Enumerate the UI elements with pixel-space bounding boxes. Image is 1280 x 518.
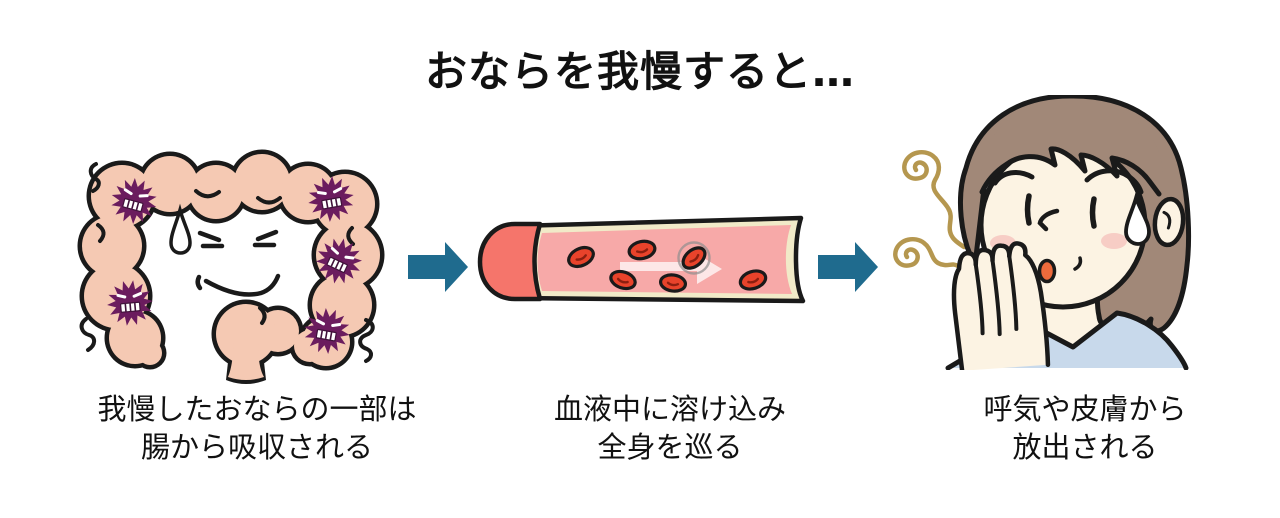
- intestine-illustration: [77, 149, 385, 384]
- bangs: [981, 99, 1163, 194]
- vessel-wall-cap: [477, 221, 543, 302]
- hand-covering-mouth: [951, 241, 1051, 370]
- ear: [1152, 196, 1186, 248]
- flow-right-arrow-icon: [408, 242, 468, 292]
- blush-right: [1101, 233, 1127, 249]
- highlight-ring: [677, 241, 711, 275]
- caption-step-3: 呼気や皮膚から 放出される: [905, 391, 1265, 466]
- caption-step-1: 我慢したおならの一部は 腸から吸収される: [42, 391, 472, 466]
- intestine-face: [195, 229, 281, 297]
- vessel-interior: [537, 225, 792, 294]
- tremble-squiggles: [79, 162, 375, 363]
- caption-line: 放出される: [1012, 429, 1158, 464]
- sweat-drop-icon: [1124, 191, 1151, 246]
- woman-illustration: [893, 95, 1192, 370]
- page-title: おならを我慢すると…: [424, 47, 855, 96]
- caption-line: 全身を巡る: [597, 429, 743, 464]
- odor-squiggle-icon: [893, 149, 971, 283]
- caption-line: 血液中に溶け込み: [553, 392, 786, 426]
- facial-features: [992, 168, 1144, 271]
- caption-line: 腸から吸収される: [140, 429, 373, 464]
- red-blood-cells: [567, 239, 768, 293]
- open-mouth: [1037, 258, 1057, 284]
- colon-notches: [96, 189, 355, 325]
- caption-step-2: 血液中に溶け込み 全身を巡る: [495, 391, 845, 466]
- bangs-outline: [979, 146, 1162, 197]
- caption-line: 呼気や皮膚から: [983, 392, 1187, 426]
- blood-flow-arrow-icon: [620, 254, 722, 284]
- flow-right-arrow-icon: [818, 242, 878, 292]
- blood-vessel-illustration: [477, 215, 806, 304]
- sweat-drop-icon: [169, 203, 192, 255]
- caption-line: 我慢したおならの一部は: [97, 392, 417, 426]
